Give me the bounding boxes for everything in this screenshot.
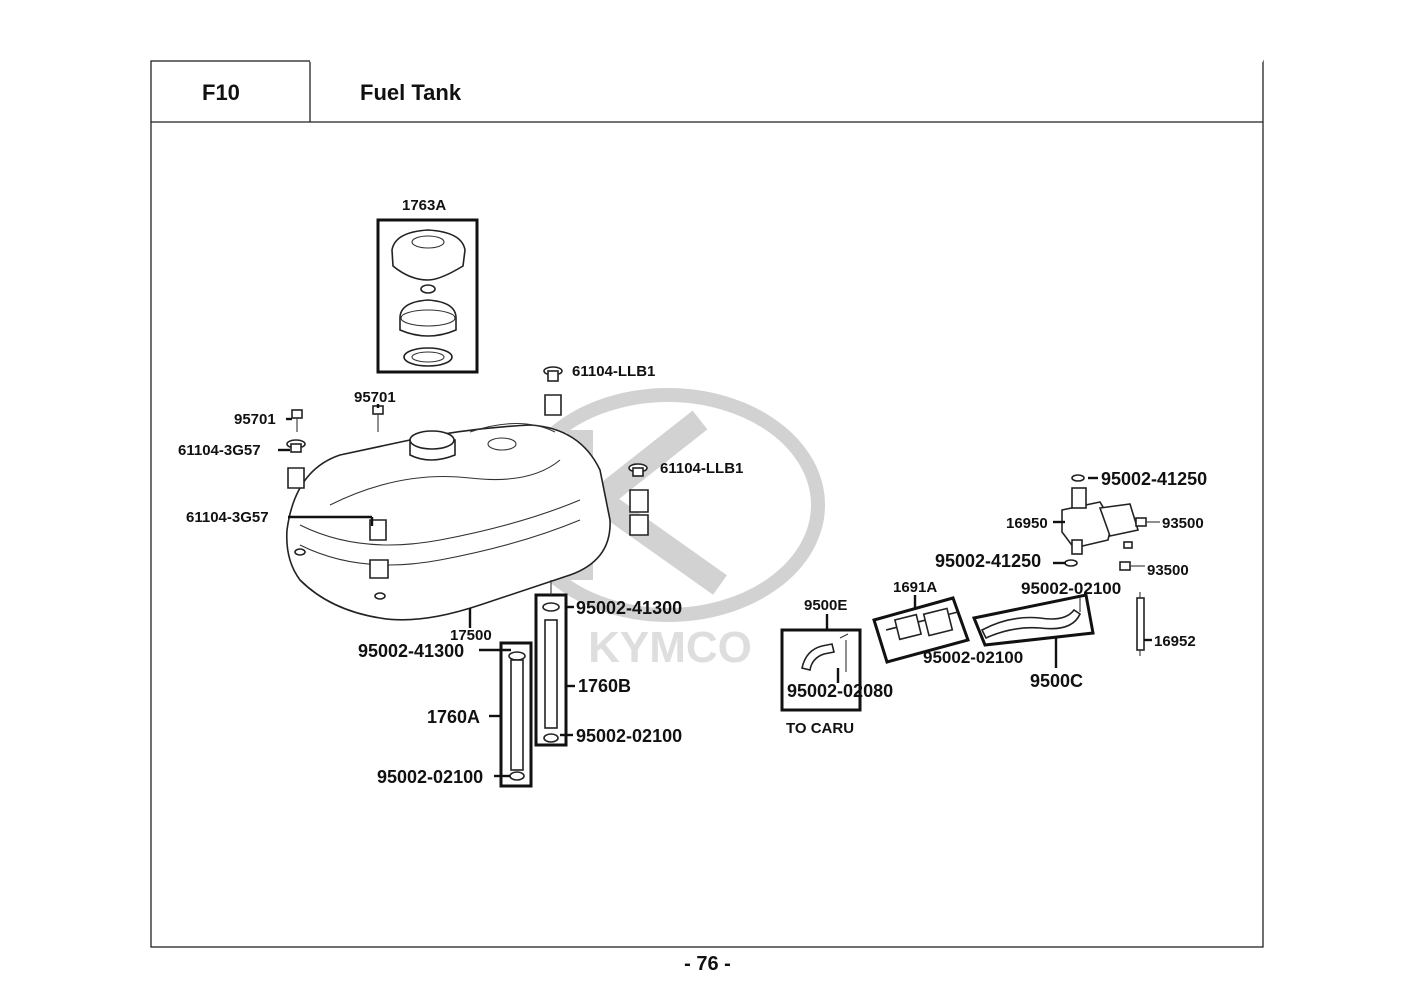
gauge-rod-icon bbox=[1136, 592, 1145, 656]
watermark-text: KYMCO bbox=[588, 623, 752, 672]
label-95002-41250-mid: 95002-41250 bbox=[935, 551, 1041, 571]
fuel-tank-icon bbox=[285, 422, 611, 621]
hose-9500c-box bbox=[971, 593, 1095, 647]
filter-1691a-box bbox=[872, 596, 970, 664]
label-1760a: 1760A bbox=[427, 707, 480, 727]
label-95002-02100-c-top: 95002-02100 bbox=[1021, 579, 1121, 598]
cap-assy-box bbox=[376, 218, 479, 374]
label-95002-41300-a: 95002-41300 bbox=[358, 641, 464, 661]
tube-1760a-box bbox=[499, 641, 533, 788]
bolt-icons bbox=[291, 405, 384, 432]
label-1691a: 1691A bbox=[893, 579, 937, 596]
label-93500-a: 93500 bbox=[1162, 515, 1204, 532]
fuel-cap-icon bbox=[391, 229, 466, 367]
label-9500e: 9500E bbox=[804, 597, 847, 614]
label-95002-02100-c-bottom: 95002-02100 bbox=[923, 648, 1023, 667]
page-number: - 76 - bbox=[684, 953, 731, 975]
tube-1760a-icon bbox=[508, 651, 526, 781]
label-93500-b: 93500 bbox=[1147, 562, 1189, 579]
label-95002-02100-b: 95002-02100 bbox=[576, 726, 682, 746]
label-1760b: 1760B bbox=[578, 676, 631, 696]
label-95002-02100-a: 95002-02100 bbox=[377, 767, 483, 787]
label-61104-llb1-right: 61104-LLB1 bbox=[660, 460, 743, 477]
label-1763a: 1763A bbox=[402, 197, 446, 214]
screw-icons bbox=[1119, 517, 1160, 571]
label-95002-41250-top: 95002-41250 bbox=[1101, 469, 1207, 489]
label-95002-41300-b: 95002-41300 bbox=[576, 598, 682, 618]
label-61104-llb1-top: 61104-LLB1 bbox=[572, 363, 655, 380]
rubber-mount-icons bbox=[286, 366, 649, 579]
label-16952: 16952 bbox=[1154, 633, 1196, 650]
hose-9500e-box bbox=[780, 628, 862, 712]
fuel-filter-icon bbox=[885, 607, 959, 641]
title-cell-mask bbox=[312, 62, 1262, 121]
section-title: Fuel Tank bbox=[360, 80, 462, 105]
label-16950: 16950 bbox=[1006, 515, 1048, 532]
label-61104-3g57-top: 61104-3G57 bbox=[178, 442, 261, 459]
hose-9500c-icon bbox=[980, 598, 1082, 640]
label-to-caru: TO CARU bbox=[786, 720, 854, 737]
label-95701-mid: 95701 bbox=[354, 389, 396, 406]
label-95002-02080: 95002-02080 bbox=[787, 681, 893, 701]
label-17500: 17500 bbox=[450, 627, 492, 644]
hose-9500e-icon bbox=[801, 633, 849, 672]
section-code: F10 bbox=[202, 80, 240, 105]
tube-1760b-icon bbox=[542, 580, 560, 743]
label-95701-left: 95701 bbox=[234, 411, 276, 428]
label-9500c: 9500C bbox=[1030, 671, 1083, 691]
label-61104-3g57-mid: 61104-3G57 bbox=[186, 509, 269, 526]
fuel-cock-icon bbox=[1061, 474, 1140, 567]
